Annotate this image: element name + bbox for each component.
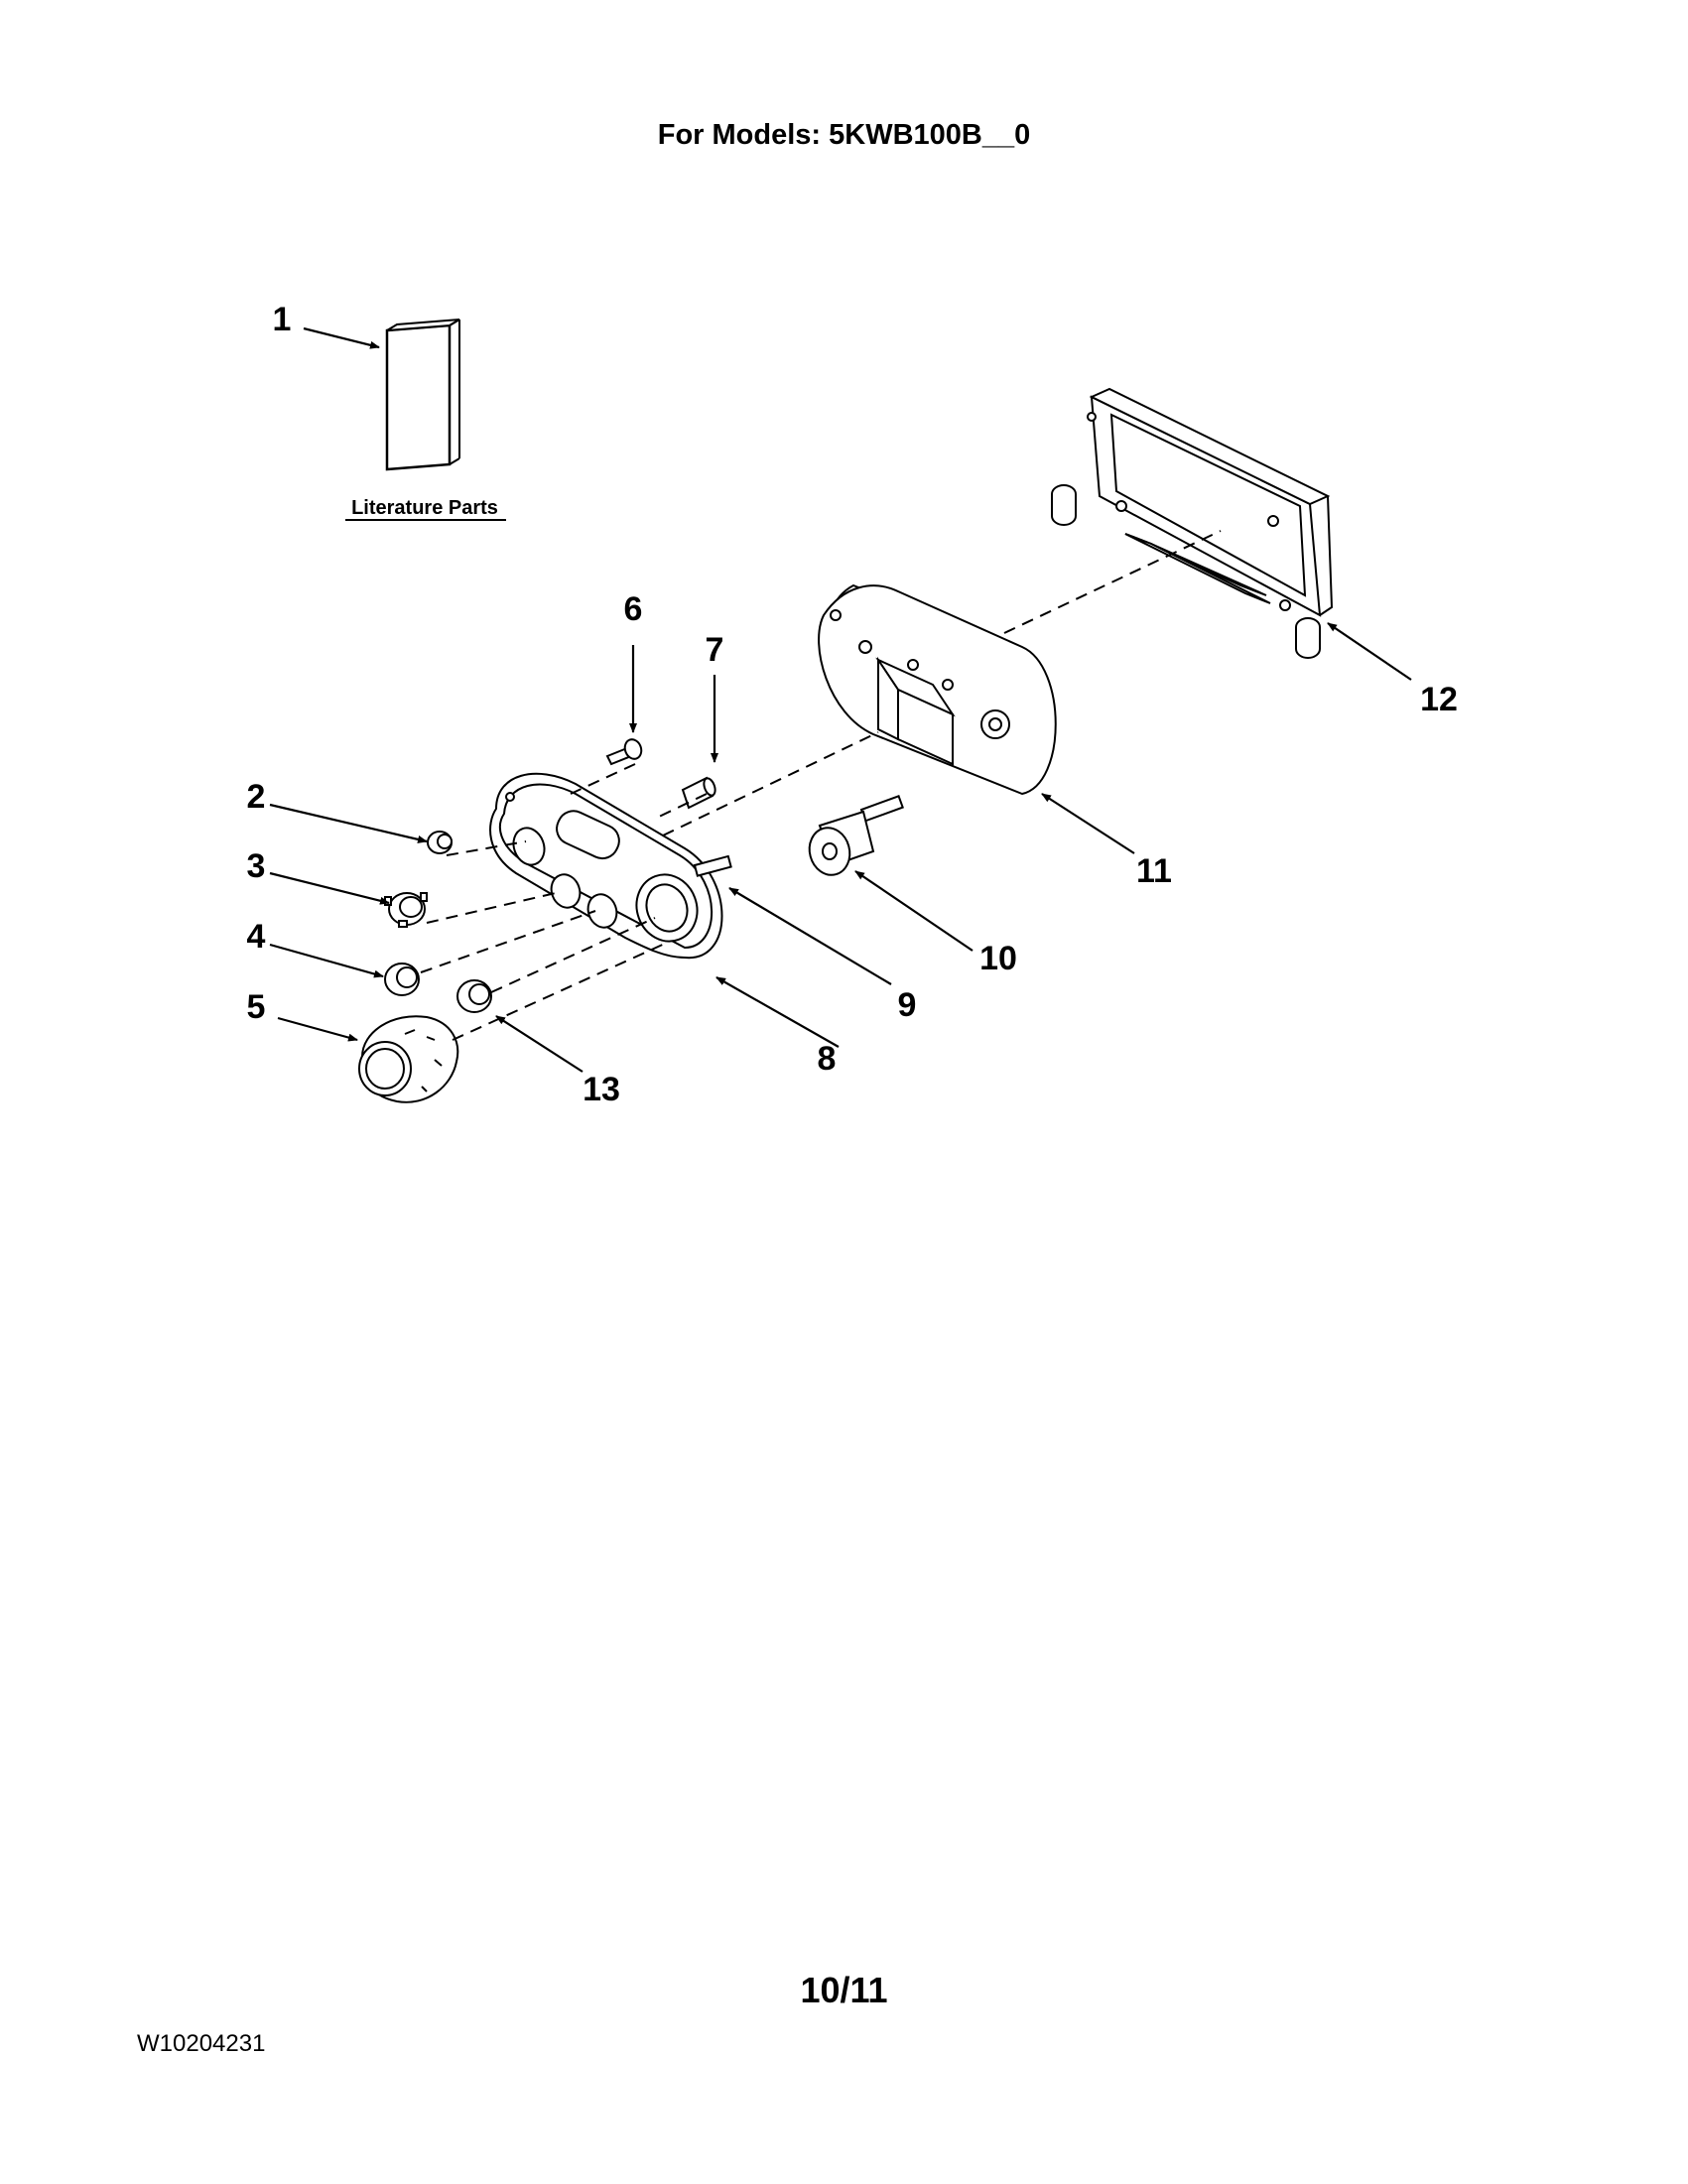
button-4 bbox=[384, 963, 420, 996]
control-knob bbox=[358, 1015, 459, 1103]
models-header: For Models: 5KWB100B__0 bbox=[657, 119, 1031, 151]
tabbed-button bbox=[384, 892, 428, 928]
literature-parts: Literature Parts bbox=[345, 319, 506, 521]
callout-3: 3 bbox=[247, 847, 266, 885]
literature-parts-label: Literature Parts bbox=[351, 497, 498, 519]
housing-frame bbox=[1051, 387, 1334, 659]
callout-5: 5 bbox=[247, 988, 266, 1026]
screw bbox=[605, 738, 643, 766]
assembly-lines bbox=[420, 530, 1222, 1041]
callout-13: 13 bbox=[583, 1071, 620, 1108]
leader-arrows bbox=[269, 326, 1412, 1073]
pin bbox=[693, 854, 732, 877]
callout-numbers: 1 2 3 4 5 6 7 8 9 10 11 12 13 bbox=[247, 301, 1458, 1108]
faceplate bbox=[489, 772, 723, 960]
circuit-board bbox=[818, 583, 1057, 796]
spacer bbox=[681, 776, 716, 810]
callout-11: 11 bbox=[1136, 852, 1172, 890]
callout-12: 12 bbox=[1420, 681, 1458, 718]
callout-2: 2 bbox=[247, 778, 266, 816]
callout-4: 4 bbox=[247, 918, 266, 956]
callout-6: 6 bbox=[624, 590, 643, 628]
callout-9: 9 bbox=[898, 986, 917, 1024]
page-number: 10/11 bbox=[800, 1970, 888, 2010]
document-number: W10204231 bbox=[137, 2030, 266, 2057]
callout-7: 7 bbox=[706, 631, 724, 669]
knob-shaft bbox=[808, 795, 904, 876]
small-button bbox=[427, 831, 453, 854]
button-13 bbox=[456, 979, 492, 1013]
callout-1: 1 bbox=[273, 301, 292, 338]
callout-10: 10 bbox=[979, 940, 1017, 977]
callout-8: 8 bbox=[818, 1040, 837, 1078]
